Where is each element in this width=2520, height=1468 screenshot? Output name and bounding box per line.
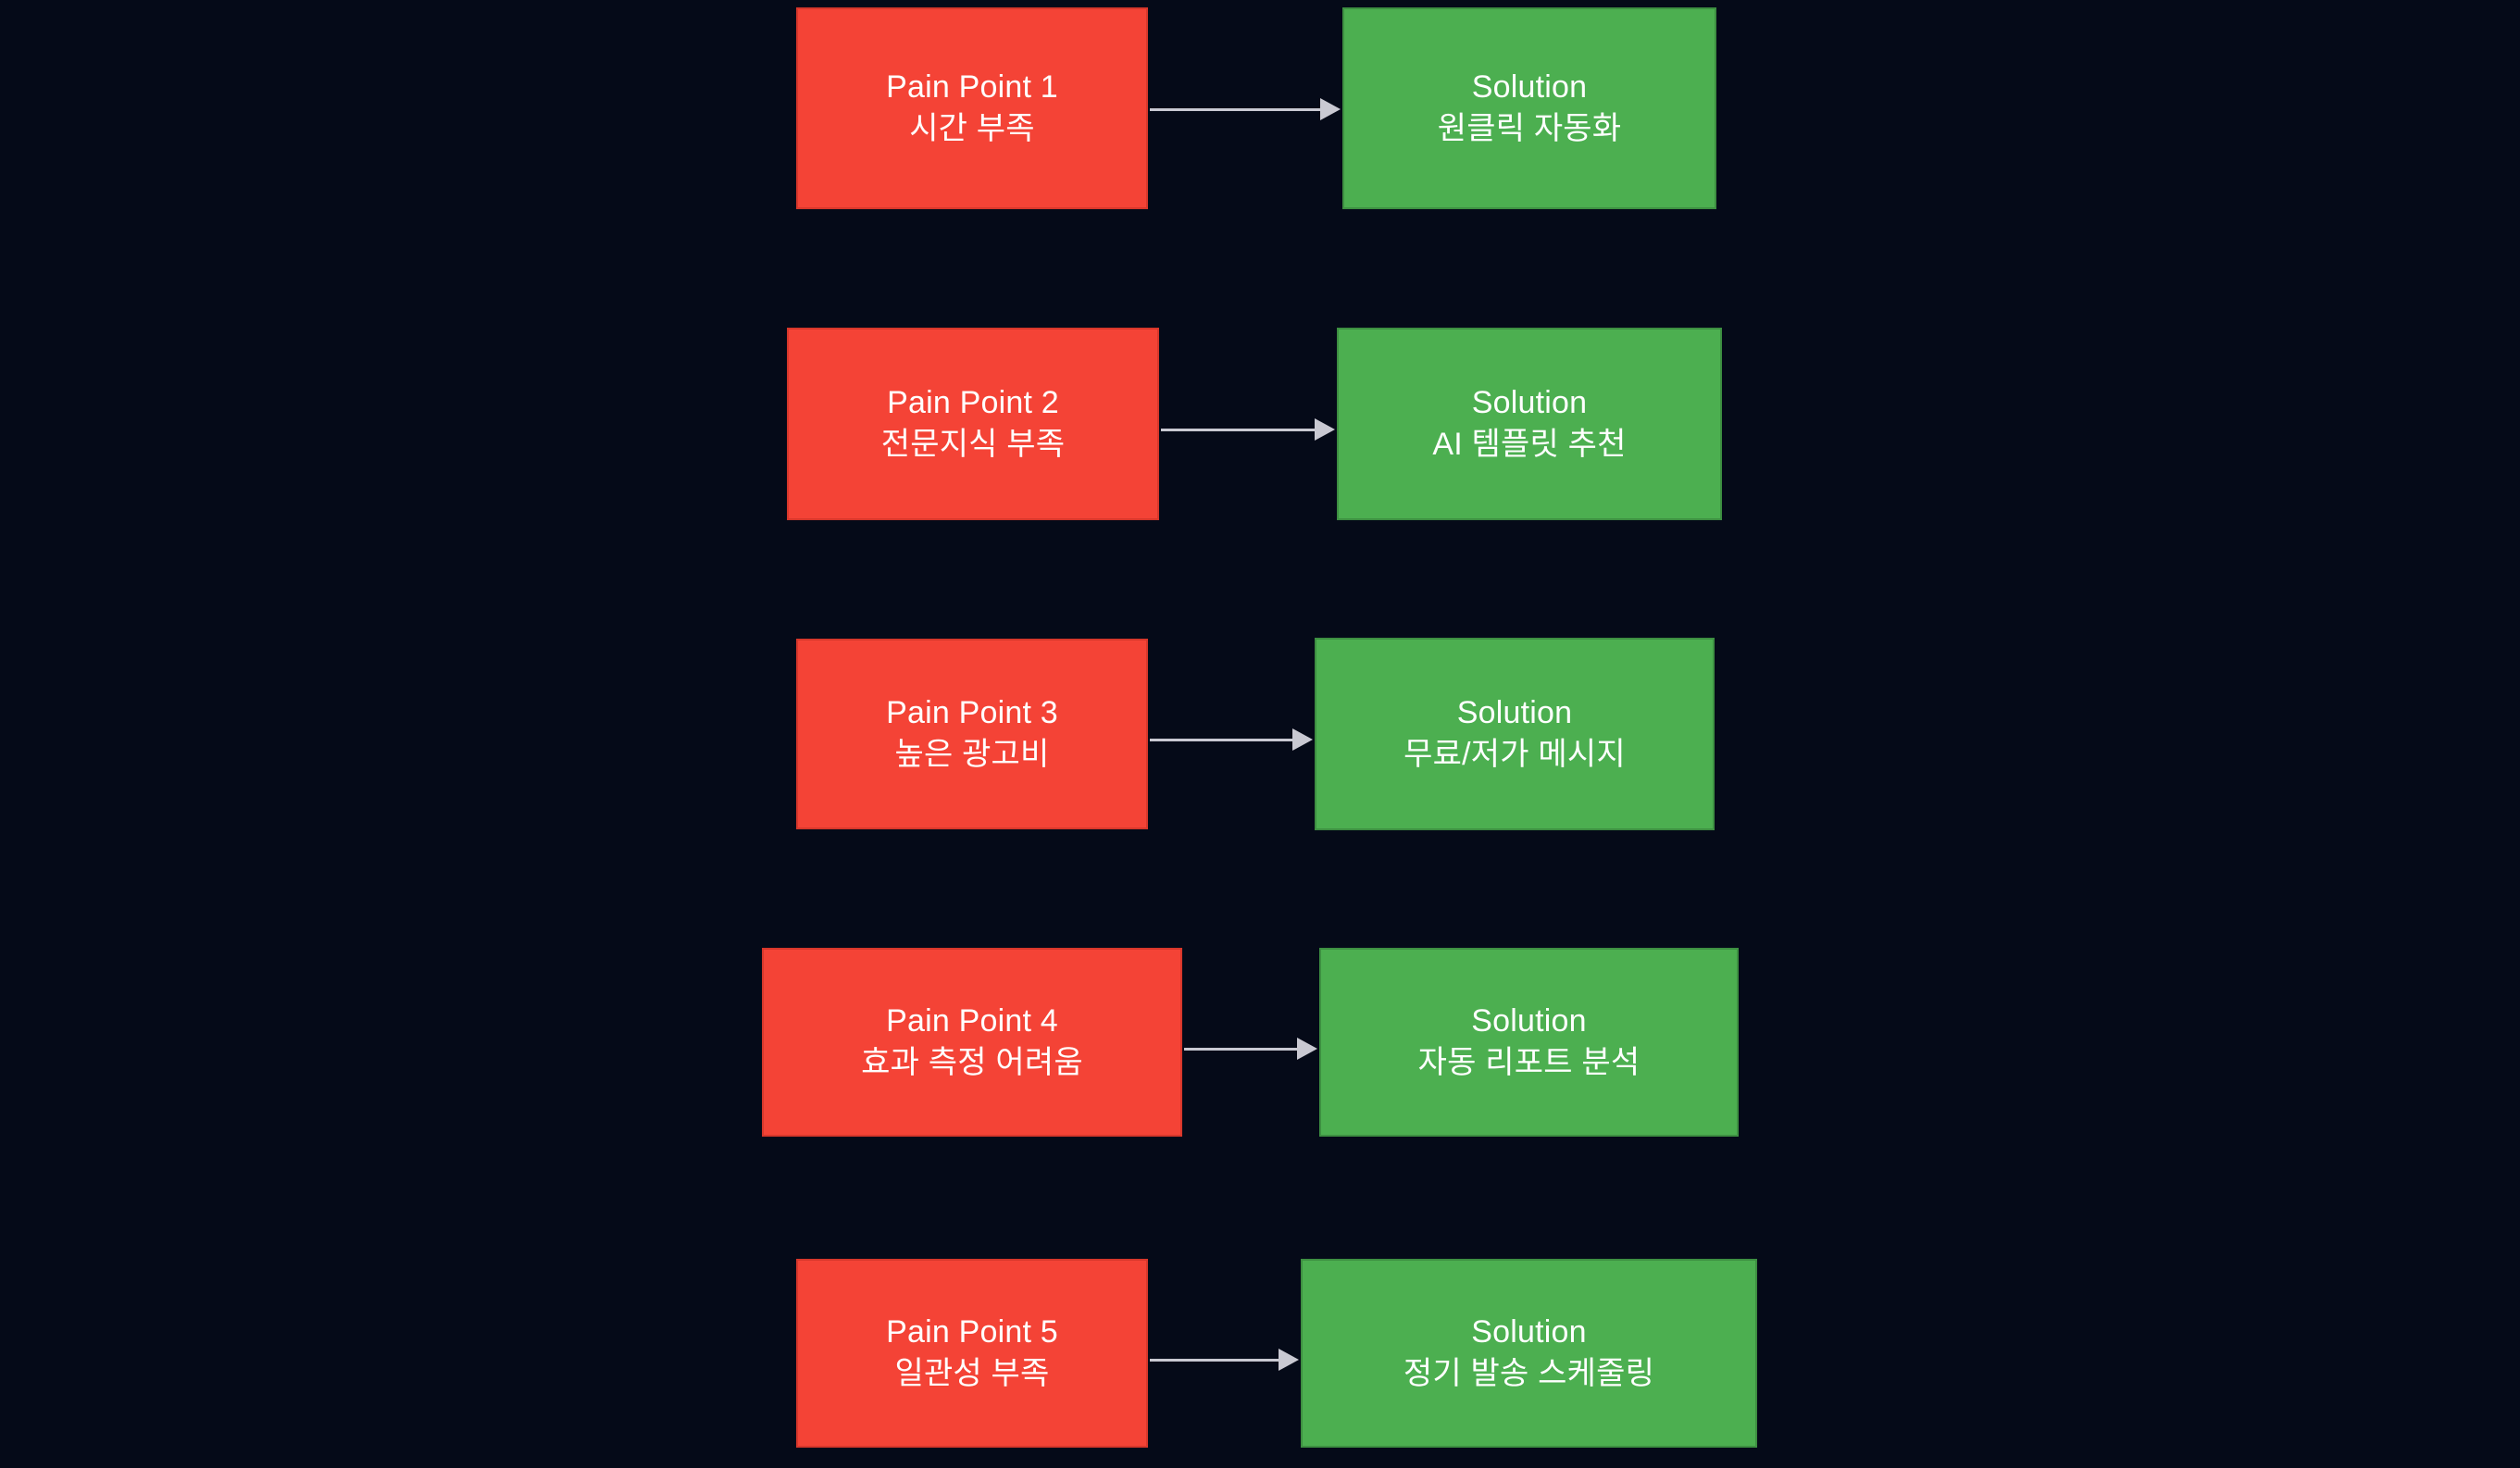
solution-detail-2: AI 템플릿 추천 (1432, 427, 1627, 462)
arrow-shaft-3 (1150, 739, 1294, 741)
solution-detail-4: 자동 리포트 분석 (1417, 1045, 1640, 1080)
pain-point-detail-4: 효과 측정 어려움 (861, 1045, 1083, 1080)
arrow-shaft-5 (1150, 1359, 1280, 1362)
pain-point-node-1[interactable]: Pain Point 1 시간 부족 (796, 7, 1148, 209)
arrow-shaft-1 (1150, 108, 1322, 111)
pain-point-detail-1: 시간 부족 (909, 111, 1035, 146)
arrow-head-icon-5 (1279, 1349, 1299, 1371)
arrow-head-icon-3 (1292, 728, 1313, 751)
solution-node-1[interactable]: Solution 원클릭 자동화 (1342, 7, 1716, 209)
pain-point-title-5: Pain Point 5 (886, 1314, 1058, 1350)
solution-detail-1: 원클릭 자동화 (1437, 111, 1622, 146)
solution-node-3[interactable]: Solution 무료/저가 메시지 (1315, 638, 1715, 830)
pain-point-title-2: Pain Point 2 (887, 385, 1059, 421)
pain-point-node-2[interactable]: Pain Point 2 전문지식 부족 (787, 328, 1159, 520)
arrow-head-icon-4 (1297, 1038, 1317, 1060)
arrow-head-icon-2 (1315, 418, 1335, 441)
pain-point-detail-5: 일관성 부족 (894, 1356, 1050, 1391)
arrow-connector-2 (1161, 418, 1335, 441)
pain-point-title-3: Pain Point 3 (886, 695, 1058, 731)
solution-title-3: Solution (1456, 695, 1573, 731)
pain-point-detail-3: 높은 광고비 (894, 737, 1050, 772)
solution-node-4[interactable]: Solution 자동 리포트 분석 (1319, 948, 1739, 1137)
pain-point-title-4: Pain Point 4 (886, 1003, 1058, 1039)
solution-node-2[interactable]: Solution AI 템플릿 추천 (1337, 328, 1722, 520)
solution-title-4: Solution (1471, 1003, 1587, 1039)
arrow-shaft-2 (1161, 429, 1316, 431)
pain-point-node-3[interactable]: Pain Point 3 높은 광고비 (796, 639, 1148, 829)
solution-title-5: Solution (1471, 1314, 1587, 1350)
arrow-connector-4 (1184, 1038, 1317, 1060)
arrow-connector-1 (1150, 98, 1341, 120)
solution-title-2: Solution (1471, 385, 1588, 421)
arrow-connector-3 (1150, 728, 1313, 751)
pain-point-node-4[interactable]: Pain Point 4 효과 측정 어려움 (762, 948, 1182, 1137)
solution-detail-3: 무료/저가 메시지 (1403, 737, 1626, 772)
solution-node-5[interactable]: Solution 정기 발송 스케줄링 (1301, 1259, 1757, 1448)
pain-point-detail-2: 전문지식 부족 (880, 427, 1066, 462)
solution-title-1: Solution (1471, 69, 1588, 106)
arrow-head-icon-1 (1320, 98, 1341, 120)
arrow-shaft-4 (1184, 1048, 1299, 1051)
arrow-connector-5 (1150, 1349, 1299, 1371)
solution-detail-5: 정기 발송 스케줄링 (1403, 1356, 1655, 1391)
pain-point-title-1: Pain Point 1 (886, 69, 1058, 106)
pain-point-node-5[interactable]: Pain Point 5 일관성 부족 (796, 1259, 1148, 1448)
